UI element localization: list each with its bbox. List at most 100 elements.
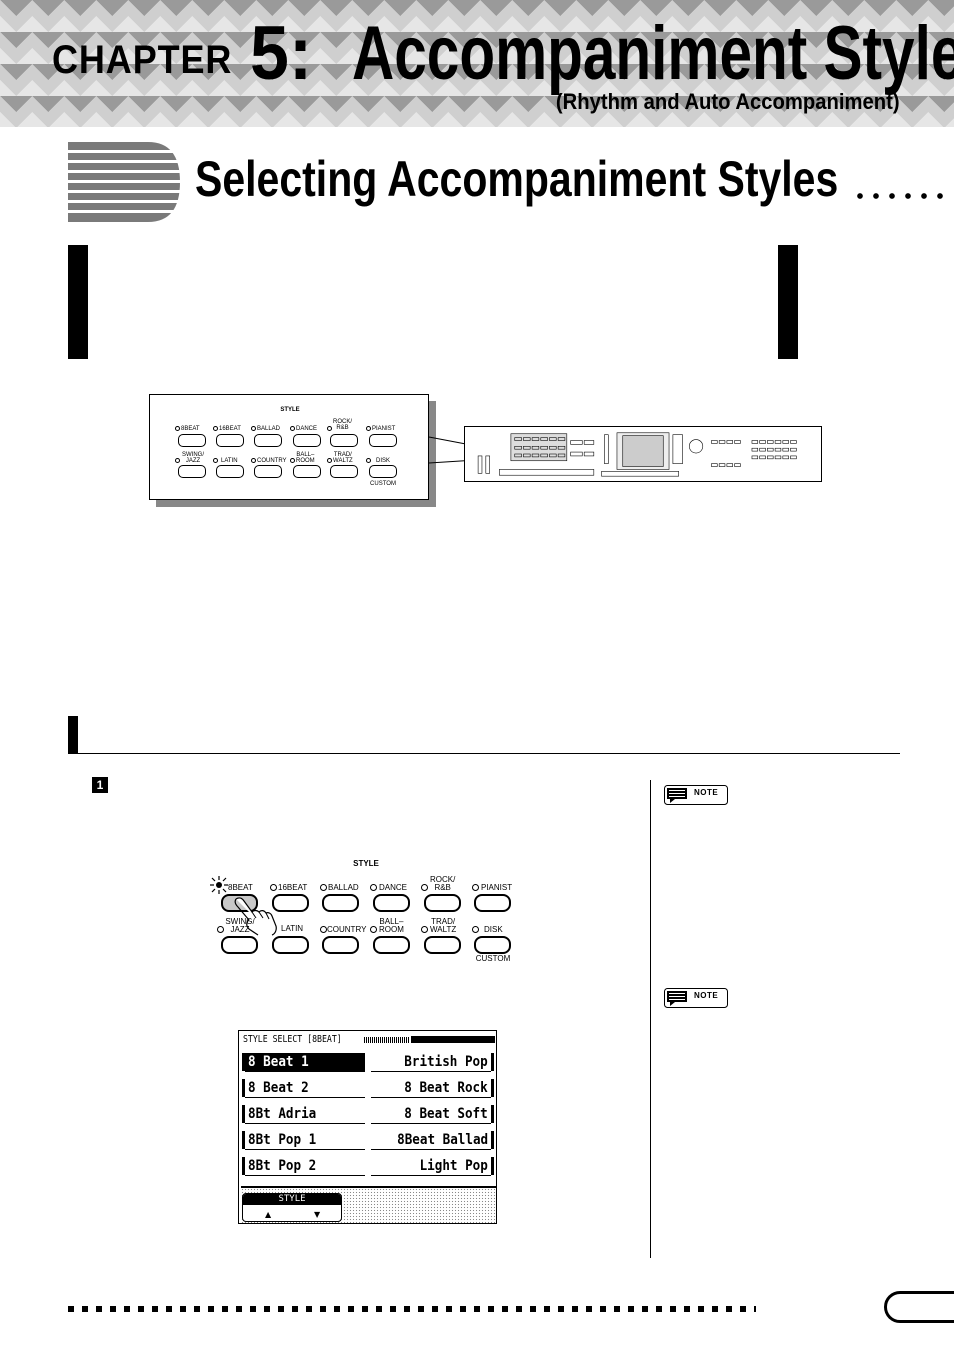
- led: [290, 458, 295, 463]
- style-button[interactable]: [424, 936, 461, 954]
- style-button[interactable]: [221, 936, 258, 954]
- lcd-style-item[interactable]: 8 Beat Rock: [371, 1079, 494, 1098]
- pressing-hand-icon: [234, 897, 277, 936]
- lit-led-icon: [210, 876, 228, 894]
- style-button[interactable]: [293, 465, 321, 478]
- lcd-style-item[interactable]: 8Bt Pop 2: [242, 1157, 365, 1176]
- lcd-screen: STYLE SELECT [8BEAT] 8 Beat 1 8 Beat 2 8…: [238, 1030, 497, 1224]
- intro-bar-left: [68, 245, 88, 359]
- style-button[interactable]: [424, 894, 461, 912]
- style-button[interactable]: [216, 434, 244, 447]
- style-label: LATIN: [281, 924, 304, 933]
- led: [421, 926, 428, 933]
- lcd-title-pattern: [364, 1037, 409, 1043]
- led: [366, 458, 371, 463]
- lcd-style-tab[interactable]: STYLE ▲ ▼: [242, 1193, 342, 1222]
- led: [251, 426, 256, 431]
- led: [370, 926, 377, 933]
- led: [327, 458, 332, 463]
- style-label: COUNTRY: [327, 925, 367, 934]
- custom-label: CUSTOM: [370, 481, 396, 487]
- led: [175, 426, 180, 431]
- style-button[interactable]: [178, 465, 206, 478]
- led: [472, 926, 479, 933]
- style-label: SWING/ JAZZ: [182, 452, 204, 464]
- custom-label: CUSTOM: [475, 954, 511, 963]
- lcd-style-item[interactable]: 8 Beat 2: [242, 1079, 365, 1098]
- style-panel-small: STYLE 8BEAT 16BEAT BALLAD DANCE ROCK/ R&…: [149, 394, 429, 500]
- subsection-bar: [68, 716, 78, 754]
- lcd-style-item[interactable]: 8 Beat Soft: [371, 1105, 494, 1124]
- style-button[interactable]: [373, 936, 410, 954]
- style-button[interactable]: [272, 936, 309, 954]
- style-label: 8BEAT: [181, 426, 200, 432]
- led: [290, 426, 295, 431]
- note-badge: NOTE: [664, 784, 728, 806]
- style-label: DISK: [484, 925, 503, 934]
- lcd-style-item[interactable]: 8Bt Pop 1: [242, 1131, 365, 1150]
- down-arrow-icon[interactable]: ▼: [314, 1210, 321, 1219]
- style-label: PIANIST: [372, 426, 396, 432]
- chapter-word: CHAPTER: [52, 38, 233, 82]
- led: [213, 426, 218, 431]
- lcd-style-item-selected[interactable]: 8 Beat 1: [242, 1053, 365, 1072]
- section-stripes-icon: [68, 142, 180, 222]
- style-label: 16BEAT: [278, 883, 308, 892]
- chapter-number: 5:: [250, 11, 313, 96]
- subsection-rule: [78, 753, 900, 754]
- lcd-title-bar: [411, 1036, 495, 1043]
- style-button[interactable]: [178, 434, 206, 447]
- led: [175, 458, 180, 463]
- style-button[interactable]: [254, 465, 282, 478]
- style-label: BALL– ROOM: [379, 917, 404, 934]
- style-button[interactable]: [272, 894, 309, 912]
- style-label: SWING/ JAZZ: [225, 917, 255, 934]
- note-badge: NOTE: [664, 987, 728, 1009]
- led: [421, 884, 428, 891]
- style-button[interactable]: [474, 894, 511, 912]
- style-label: BALLAD: [257, 426, 281, 432]
- note-icon: [664, 988, 728, 1008]
- chapter-title: Accompaniment Styles: [352, 11, 954, 96]
- style-label: DISK: [376, 458, 391, 464]
- style-button[interactable]: [369, 465, 397, 478]
- lcd-style-item[interactable]: Light Pop: [371, 1157, 494, 1176]
- margin-divider: [650, 780, 651, 1258]
- chapter-header-band: CHAPTER 5: Accompaniment Styles (Rhythm …: [0, 0, 954, 127]
- note-label: NOTE: [694, 788, 719, 797]
- led: [370, 884, 377, 891]
- style-label: TRAD/ WALTZ: [333, 452, 353, 464]
- style-button[interactable]: [254, 434, 282, 447]
- style-label: LATIN: [221, 458, 238, 464]
- style-label: BALL– ROOM: [296, 452, 315, 464]
- style-label: 8BEAT: [228, 883, 253, 892]
- note-icon: [664, 785, 728, 805]
- note-label: NOTE: [694, 991, 719, 1000]
- led: [270, 884, 277, 891]
- style-button[interactable]: [322, 894, 359, 912]
- style-button[interactable]: [293, 434, 321, 447]
- lcd-style-item[interactable]: 8Beat Ballad: [371, 1131, 494, 1150]
- style-button[interactable]: [322, 936, 359, 954]
- style-button[interactable]: [373, 894, 410, 912]
- style-label: DANCE: [296, 426, 318, 432]
- up-arrow-icon[interactable]: ▲: [265, 1210, 272, 1219]
- footer-dots: [68, 1306, 756, 1312]
- style-button[interactable]: [330, 434, 358, 447]
- lcd-divider: [241, 1186, 496, 1188]
- style-label: ROCK/ R&B: [333, 419, 353, 431]
- style-label: ROCK/ R&B: [430, 875, 456, 892]
- led: [251, 458, 256, 463]
- step-number: 1: [92, 777, 108, 793]
- lcd-title: STYLE SELECT [8BEAT]: [243, 1034, 342, 1045]
- led: [366, 426, 371, 431]
- style-button[interactable]: [369, 434, 397, 447]
- page-number-tab: [884, 1291, 954, 1323]
- lcd-style-item[interactable]: 8Bt Adria: [242, 1105, 365, 1124]
- style-button[interactable]: [330, 465, 358, 478]
- style-button[interactable]: [216, 465, 244, 478]
- led: [217, 926, 224, 933]
- style-label: PIANIST: [481, 883, 513, 892]
- style-button[interactable]: [474, 936, 511, 954]
- lcd-style-item[interactable]: British Pop: [371, 1053, 494, 1072]
